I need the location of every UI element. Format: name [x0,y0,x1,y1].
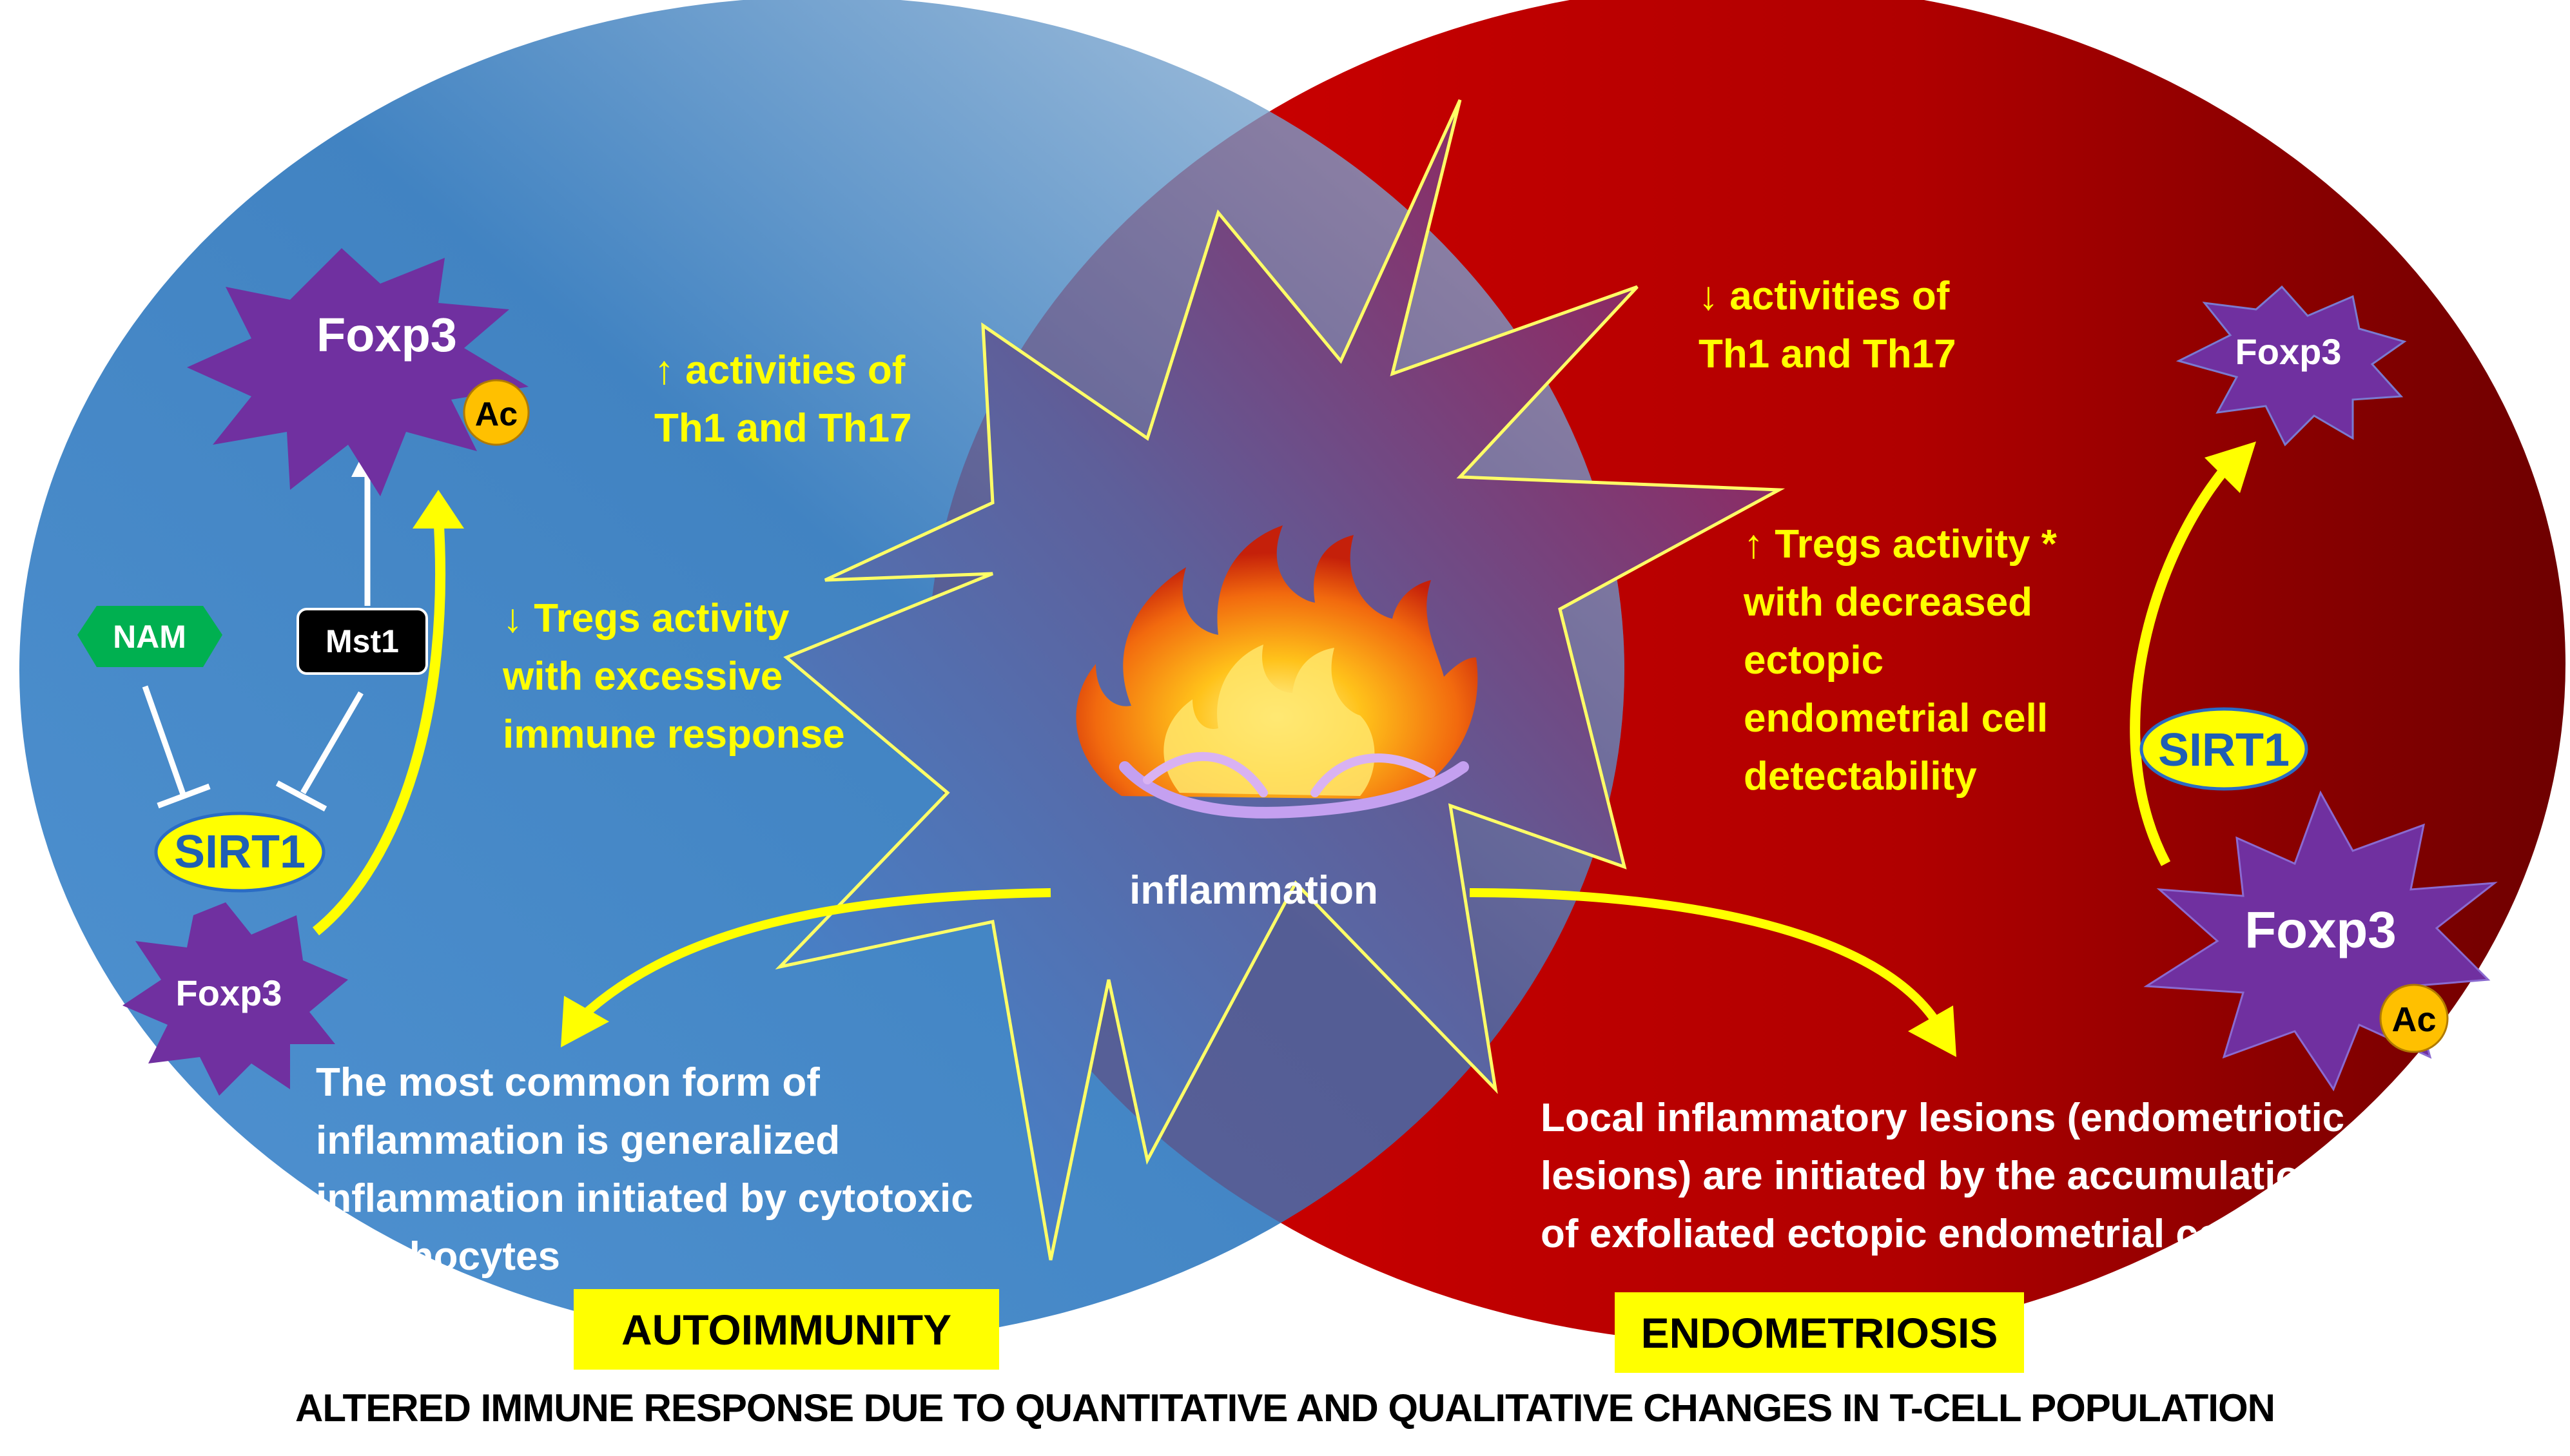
sirt1-ellipse-left [154,811,326,893]
left-desc-line-3: inflammation initiated by cytotoxic [316,1176,973,1221]
inflammation-label: inflammation [1129,868,1378,913]
endometriosis-label-box: ENDOMETRIOSIS [1615,1292,2024,1373]
right-tregs-line-1: ↑ Tregs activity * [1744,522,2057,567]
sirt1-ellipse-right [2139,707,2308,791]
arrow-to-autoimmunity [577,888,1051,1022]
arrow-head-endometriosis [1908,1005,1956,1057]
right-th-line-1: ↓ activities of [1699,274,1950,318]
right-tregs-line-5: detectability [1744,754,1977,799]
right-tregs-line-4: endometrial cell [1744,696,2049,741]
ac-badge-right [2379,984,2449,1053]
right-th-activity: ↓ activities of Th1 and Th17 [1699,267,1956,383]
sirt1-right-label: SIRT1 [2158,724,2290,776]
nam-label: NAM [113,619,186,655]
inhibit-nam-sirt1 [142,685,187,797]
foxp3-left-bottom-label: Foxp3 [176,973,282,1013]
right-description: Local inflammatory lesions (endometrioti… [1541,1089,2344,1263]
inhibit-mst1-sirt1 [300,691,364,795]
arrow-to-endometriosis [1469,888,1938,1022]
left-desc-line-1: The most common form of [316,1060,820,1105]
ac-badge-left [463,379,530,446]
ac-badge-right-label: Ac [2391,1000,2436,1039]
left-desc-line-2: inflammation is generalized [316,1118,841,1163]
right-tregs-line-3: ectopic [1744,638,1884,683]
right-desc-line-3: of exfoliated ectopic endometrial cells [1541,1212,2265,1256]
foxp3-right-top-label: Foxp3 [2235,331,2342,372]
left-th-line-1: ↑ activities of [654,348,906,393]
foxp3-star-right-top [2176,285,2407,447]
foxp3-star-left-top [187,248,529,496]
left-desc-line-4: lymphocytes [316,1234,561,1279]
left-tregs-line-1: ↓ Tregs activity [503,596,790,641]
left-tregs-line-2: with excessive [503,654,783,699]
right-desc-line-2: lesions) are initiated by the accumulati… [1541,1154,2325,1198]
left-tregs-text: ↓ Tregs activity with excessive immune r… [503,590,845,764]
left-description: The most common form of inflammation is … [316,1054,973,1286]
nam-hexagon [77,606,222,667]
arrow-head-sirt1-left [413,490,464,529]
left-th-activity: ↑ activities of Th1 and Th17 [654,342,912,458]
arrow-sirt1-to-foxp3-left [312,515,446,936]
left-th-line-2: Th1 and Th17 [654,406,912,451]
inhibit-bar-nam [157,783,211,809]
right-tregs-line-2: with decreased [1744,580,2032,625]
arrow-head-sirt1-right [2205,442,2256,493]
arrow-sirt1-to-foxp3-right [2130,467,2228,866]
mst1-box [297,608,428,675]
mst1-label: Mst1 [326,623,399,659]
inhibit-bar-mst1 [275,781,327,811]
sirt1-left-label: SIRT1 [174,826,306,878]
right-th-line-2: Th1 and Th17 [1699,332,1956,376]
right-desc-line-1: Local inflammatory lesions (endometrioti… [1541,1096,2345,1140]
footer-caption: ALTERED IMMUNE RESPONSE DUE TO QUANTITAT… [295,1386,2275,1430]
foxp3-star-left-bottom [122,902,348,1096]
autoimmunity-label-box: AUTOIMMUNITY [574,1289,999,1370]
fire-icon [1076,525,1478,819]
left-tregs-line-3: immune response [503,712,845,757]
foxp3-left-top-label: Foxp3 [316,308,457,362]
arrow-head-autoimmunity [561,996,609,1047]
foxp3-right-bottom-label: Foxp3 [2244,901,2397,958]
right-tregs-text: ↑ Tregs activity * with decreased ectopi… [1744,516,2057,806]
ac-badge-left-label: Ac [475,396,518,433]
